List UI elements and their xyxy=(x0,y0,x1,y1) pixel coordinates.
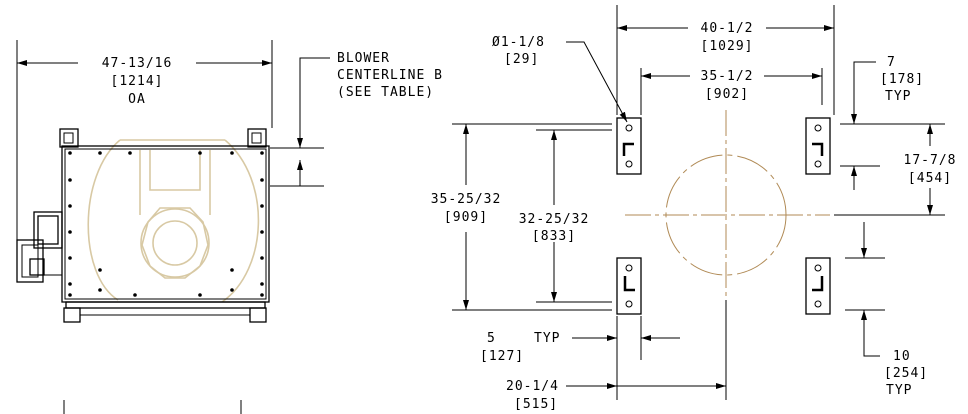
half-width: 20-1/4 xyxy=(506,379,559,394)
outer-height: 35-25/32 xyxy=(431,192,502,207)
upper-offset: 17-7/8 xyxy=(904,153,957,168)
pad-bottom-right xyxy=(805,257,831,315)
pad-width-tag: TYP xyxy=(534,331,560,346)
top-left-bracket xyxy=(59,128,79,148)
right-view: Ø1-1/8 [29] 40-1/2 [1029] 35-1/2 [902] 7… xyxy=(431,5,957,412)
outer-width: 40-1/2 xyxy=(701,21,754,36)
pad-top-left xyxy=(616,117,642,175)
inner-height-metric: [833] xyxy=(532,229,576,244)
bolt-diameter-metric: [29] xyxy=(504,52,539,67)
outer-height-metric: [909] xyxy=(444,210,488,225)
pad-height-metric: [178] xyxy=(880,72,924,87)
overall-width: 47-13/16 xyxy=(102,56,173,71)
blower-note-3: (SEE TABLE) xyxy=(337,85,434,100)
blower-ghost xyxy=(87,139,260,303)
inner-width: 35-1/2 xyxy=(701,69,754,84)
inner-width-metric: [902] xyxy=(705,87,749,102)
pad-width-metric: [127] xyxy=(480,349,524,364)
base-rail xyxy=(65,301,266,309)
outer-width-metric: [1029] xyxy=(701,39,754,54)
pad-height: 7 xyxy=(887,55,896,70)
lower-offset: 10 xyxy=(893,349,911,364)
blower-note-2: CENTERLINE B xyxy=(337,68,443,83)
top-right-bracket xyxy=(247,128,267,148)
half-width-metric: [515] xyxy=(514,397,558,412)
lower-offset-tag: TYP xyxy=(886,383,912,398)
panel-bolts xyxy=(68,151,264,297)
left-view: 47-13/16 [1214] OA BLOWER CENTERLINE B (… xyxy=(16,40,443,414)
blower-note-1: BLOWER xyxy=(337,51,390,66)
overall-width-metric: [1214] xyxy=(111,74,164,89)
pad-bottom-left xyxy=(616,257,642,315)
upper-offset-metric: [454] xyxy=(908,171,952,186)
inner-height: 32-25/32 xyxy=(519,212,590,227)
bolt-diameter: Ø1-1/8 xyxy=(492,35,545,50)
pad-top-right xyxy=(805,117,831,175)
side-motor xyxy=(16,211,63,283)
overall-tag: OA xyxy=(128,92,146,107)
blower-leader xyxy=(297,57,330,148)
lower-offset-metric: [254] xyxy=(884,366,928,381)
pad-height-tag: TYP xyxy=(885,89,911,104)
pad-width: 5 xyxy=(487,331,496,346)
blower-circle xyxy=(665,154,787,276)
bolt-leader xyxy=(566,41,628,123)
